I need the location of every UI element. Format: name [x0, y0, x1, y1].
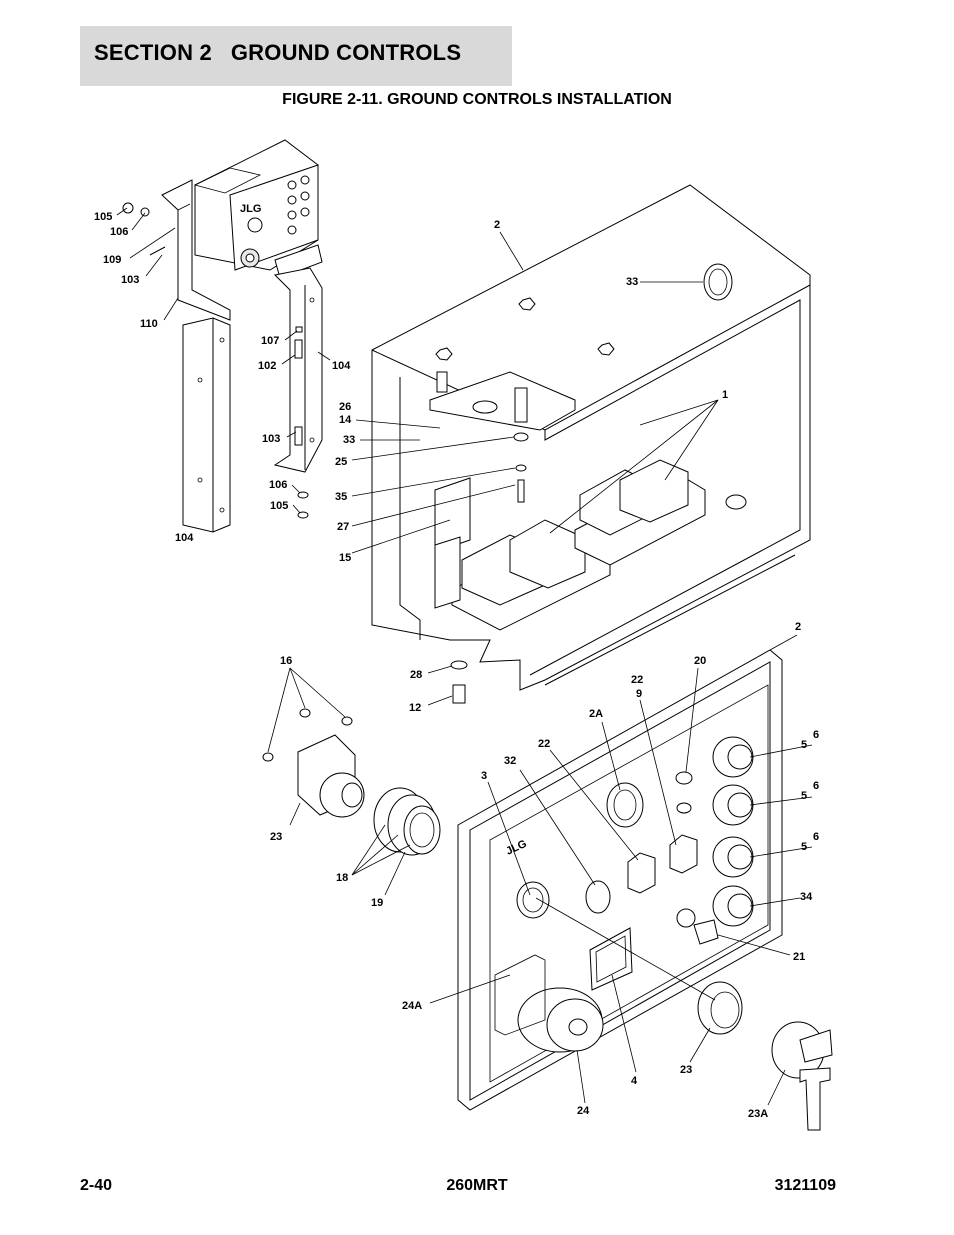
- callout-5: 5: [801, 739, 807, 751]
- toggle-switch-1: [712, 736, 754, 778]
- callout-23: 23: [680, 1064, 692, 1076]
- callout-19: 19: [371, 897, 383, 909]
- callout-105: 105: [270, 500, 288, 512]
- callout-2: 2: [795, 621, 801, 633]
- callout-107: 107: [261, 335, 279, 347]
- callout-14: 14: [339, 414, 352, 426]
- callout-23a: 23A: [748, 1108, 768, 1120]
- svg-text:JLG: JLG: [240, 203, 261, 215]
- key-switch-assembly-right: [697, 981, 833, 1131]
- callout-6: 6: [813, 729, 819, 741]
- footer-page-number: 2-40: [80, 1177, 113, 1194]
- callout-6: 6: [813, 780, 819, 792]
- callout-12: 12: [409, 702, 421, 714]
- callout-23: 23: [270, 831, 282, 843]
- toggle-switch-3: [712, 836, 754, 878]
- callout-110: 110: [140, 318, 158, 330]
- callout-28: 28: [410, 669, 422, 681]
- callout-104: 104: [332, 360, 351, 372]
- callout-24a: 24A: [402, 1000, 422, 1012]
- callout-32: 32: [504, 755, 516, 767]
- callout-3: 3: [481, 770, 487, 782]
- callout-105: 105: [94, 211, 112, 223]
- figure-title: FIGURE 2-11. GROUND CONTROLS INSTALLATIO…: [282, 91, 672, 108]
- callout-25: 25: [335, 456, 347, 468]
- callout-106: 106: [269, 479, 287, 491]
- section-title: SECTION 2 GROUND CONTROLS: [94, 40, 462, 65]
- callout-26: 26: [339, 401, 351, 413]
- toggle-switch-2: [712, 784, 754, 826]
- callout-22: 22: [631, 674, 643, 686]
- callout-22: 22: [538, 738, 550, 750]
- enclosure-box: [371, 184, 811, 704]
- key-switch-assembly-left: [262, 708, 441, 856]
- bracket-104-left: [182, 317, 231, 533]
- bracket-104-right: [273, 267, 323, 473]
- callout-16: 16: [280, 655, 292, 667]
- callout-102: 102: [258, 360, 276, 372]
- callout-33: 33: [343, 434, 355, 446]
- hardware-left: [122, 202, 309, 519]
- callout-2: 2: [494, 219, 500, 231]
- callout-21: 21: [793, 951, 805, 963]
- callout-104: 104: [175, 532, 194, 544]
- callout-106: 106: [110, 226, 128, 238]
- leader-lines: [116, 207, 813, 1106]
- callout-2a: 2A: [589, 708, 603, 720]
- callout-5: 5: [801, 790, 807, 802]
- callout-33: 33: [626, 276, 638, 288]
- control-box-assembly: JLG: [161, 139, 323, 321]
- callout-103: 103: [121, 274, 139, 286]
- callout-109: 109: [103, 254, 121, 266]
- toggle-switch-4: [712, 885, 754, 927]
- callout-35: 35: [335, 491, 347, 503]
- callout-6: 6: [813, 831, 819, 843]
- callout-18: 18: [336, 872, 348, 884]
- callout-1: 1: [722, 389, 728, 401]
- callout-24: 24: [577, 1105, 590, 1117]
- callout-27: 27: [337, 521, 349, 533]
- footer-model: 260MRT: [446, 1177, 508, 1194]
- callout-labels: 105 106 109 103 110 107 102 104 103 106 …: [94, 211, 819, 1120]
- footer-doc-number: 3121109: [774, 1177, 836, 1194]
- callout-103: 103: [262, 433, 280, 445]
- front-panel: JLG: [457, 649, 783, 1111]
- section-header-bar: [80, 26, 512, 86]
- callout-4: 4: [631, 1075, 638, 1087]
- callout-9: 9: [636, 688, 642, 700]
- callout-34: 34: [800, 891, 813, 903]
- callout-15: 15: [339, 552, 351, 564]
- callout-5: 5: [801, 841, 807, 853]
- callout-20: 20: [694, 655, 706, 667]
